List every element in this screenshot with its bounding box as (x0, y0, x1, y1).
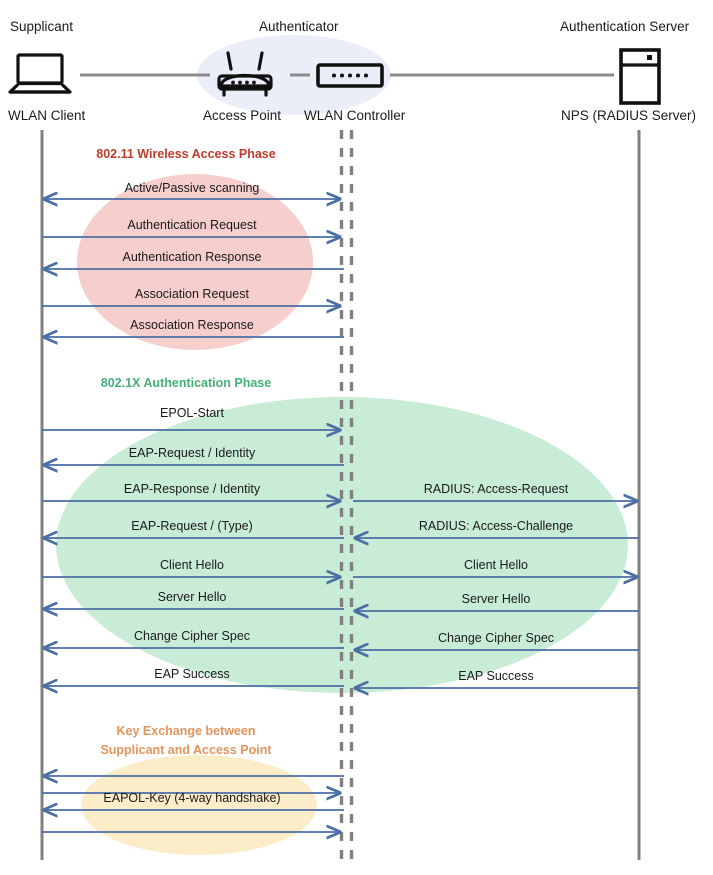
message-label-m16: Change Cipher Spec (133, 629, 251, 643)
wlan-controller-icon (316, 63, 384, 88)
message-label-m13: Client Hello (464, 558, 528, 572)
message-label-m3: Authentication Response (122, 250, 262, 264)
message-label-m10: EAP-Request / (Type) (131, 519, 253, 533)
server-icon (619, 48, 661, 105)
message-label-m17: Change Cipher Spec (437, 631, 555, 645)
access-point-icon (217, 51, 273, 97)
actor-role-supplicant: Supplicant (10, 19, 74, 34)
phase-label-802-11: 802.11 Wireless Access Phase (96, 147, 276, 161)
phase-label-802-1x: 802.1X Authentication Phase (100, 376, 272, 390)
phase-label-key-exchange-line1: Key Exchange between (116, 724, 256, 738)
message-label-m2: Authentication Request (127, 218, 257, 232)
message-label-m15: Server Hello (461, 592, 531, 606)
message-label-m11: RADIUS: Access-Challenge (418, 519, 574, 533)
message-label-m22: EAPOL-Key (4-way handshake) (103, 791, 281, 805)
message-label-m8: EAP-Response / Identity (123, 482, 261, 496)
message-label-m5: Association Response (130, 318, 254, 332)
phase-label-key-exchange-line2: Supplicant and Access Point (100, 743, 272, 757)
actor-role-authenticator: Authenticator (259, 19, 339, 34)
actor-name-wlan-controller: WLAN Controller (304, 108, 406, 123)
message-label-m12: Client Hello (160, 558, 224, 572)
actor-name-wlan-client: WLAN Client (8, 108, 86, 123)
message-label-m9: RADIUS: Access-Request (423, 482, 569, 496)
message-label-m19: EAP Success (458, 669, 534, 683)
phase-key-exchange-blob (81, 755, 317, 855)
message-label-m14: Server Hello (157, 590, 227, 604)
actor-role-authentication-server: Authentication Server (560, 19, 690, 34)
actor-name-access-point: Access Point (203, 108, 282, 123)
message-label-m6: EPOL-Start (160, 406, 224, 420)
message-label-m18: EAP Success (154, 667, 230, 681)
laptop-icon (8, 53, 72, 94)
message-label-m1: Active/Passive scanning (124, 181, 260, 195)
message-label-m4: Association Request (135, 287, 249, 301)
message-label-m7: EAP-Request / Identity (128, 446, 256, 460)
actor-name-nps-radius-server: NPS (RADIUS Server) (561, 108, 697, 123)
